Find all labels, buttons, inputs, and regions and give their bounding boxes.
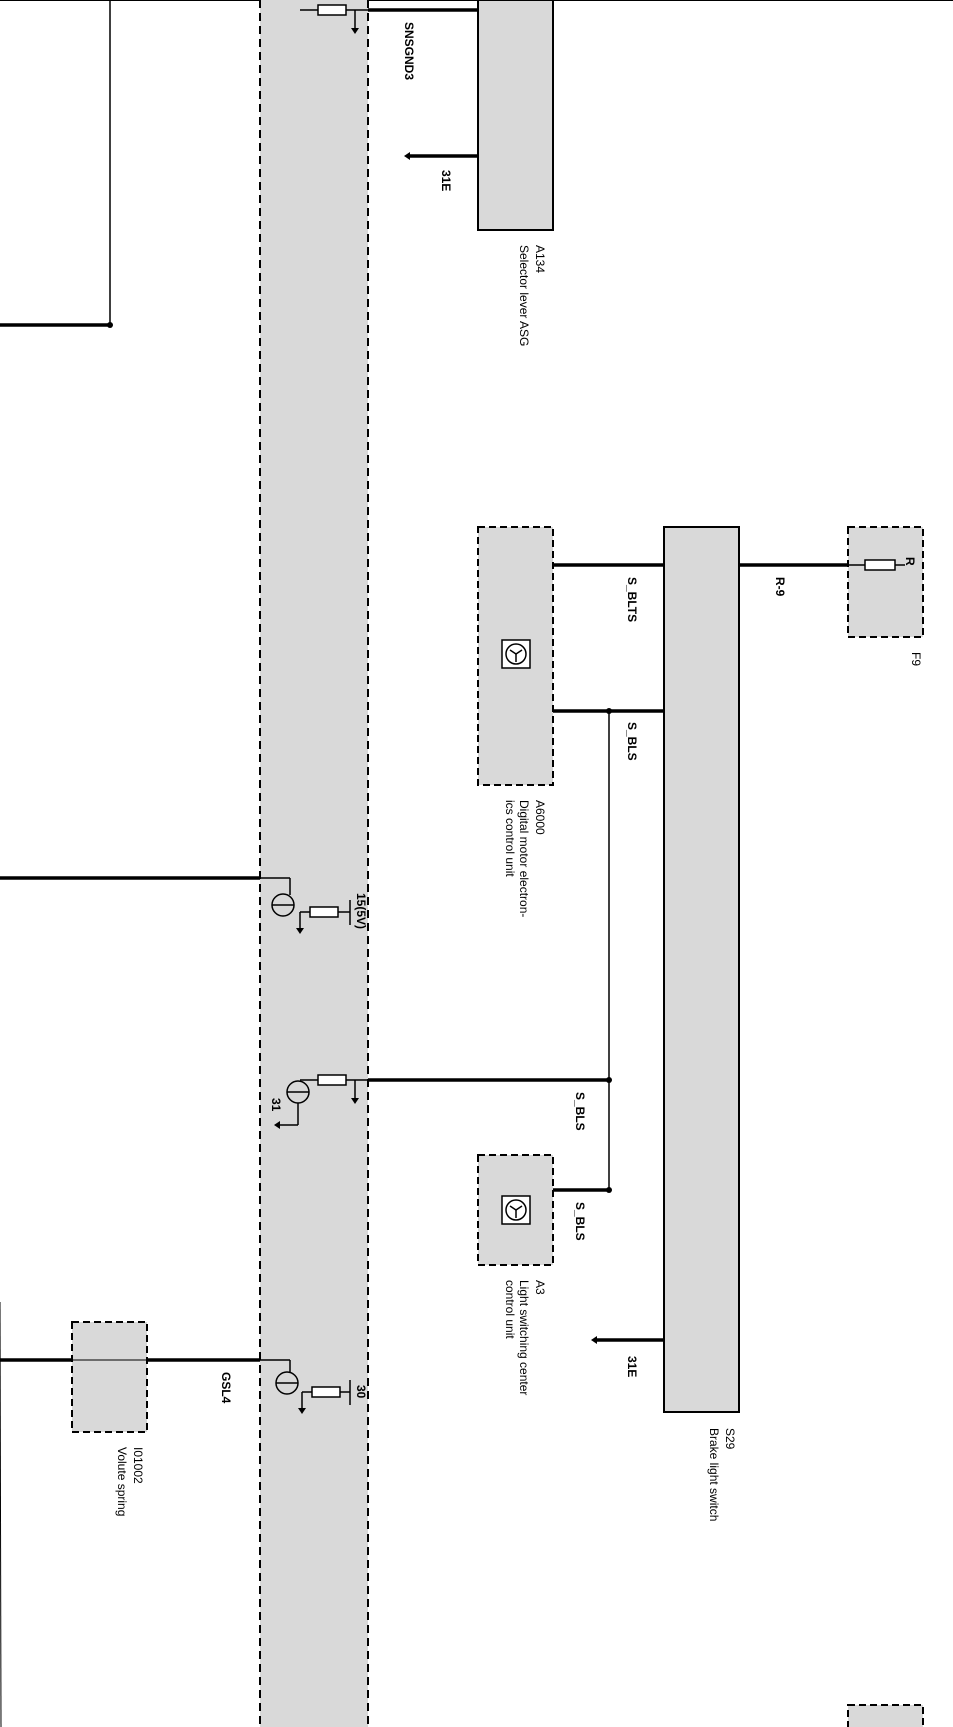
transistor-stage-31 bbox=[274, 1074, 368, 1129]
a134-ground-label: 31E bbox=[439, 170, 453, 191]
i01002-name: Volute spring bbox=[115, 1447, 129, 1516]
junction-left-upper bbox=[107, 322, 113, 328]
a6000-id: A6000 bbox=[533, 800, 547, 835]
s29-ground-label: 31E bbox=[625, 1356, 639, 1377]
ground-arrow-s29 bbox=[591, 1336, 597, 1344]
f9-id: F9 bbox=[909, 652, 923, 666]
a3-name-l2: control unit bbox=[503, 1280, 517, 1339]
a3-id: A3 bbox=[533, 1280, 547, 1295]
r9-label: R-9 bbox=[773, 577, 787, 597]
a3-name-l1: Light switching center bbox=[517, 1280, 531, 1395]
s-blts-label: S_BLTS bbox=[625, 577, 639, 622]
resistor-top bbox=[317, 4, 347, 16]
pin-30-label: 30 bbox=[354, 1385, 368, 1399]
i01002-id: I01002 bbox=[131, 1447, 145, 1484]
gsl4-label: GSL4 bbox=[219, 1372, 233, 1404]
s-bls-label-a3: S_BLS bbox=[573, 1202, 587, 1241]
s29-name: Brake light switch bbox=[707, 1428, 721, 1521]
fuse-symbol bbox=[864, 559, 896, 571]
s-bls-label-a6000: S_BLS bbox=[625, 722, 639, 761]
transistor-stage-15v bbox=[260, 877, 351, 934]
a134-box bbox=[477, 0, 554, 231]
ground-arrow-a134 bbox=[404, 152, 410, 160]
s29-box bbox=[663, 526, 740, 1413]
transistor-stage-30 bbox=[260, 1359, 351, 1414]
i01002-box bbox=[71, 1321, 148, 1433]
s29-id: S29 bbox=[723, 1428, 737, 1450]
a134-id: A134 bbox=[533, 245, 547, 273]
s-bls-label-module: S_BLS bbox=[573, 1092, 587, 1131]
left-wire-lower-stub bbox=[0, 1301, 2, 1727]
f9-pin-label: R bbox=[903, 557, 917, 566]
partial-component-box bbox=[847, 1704, 924, 1727]
a6000-name-l2: ics control unit bbox=[503, 800, 517, 877]
pin-31-label: 31 bbox=[269, 1098, 283, 1112]
a134-name: Selector lever ASG bbox=[517, 245, 531, 346]
snsgnd3-label: SNSGND3 bbox=[402, 22, 416, 80]
control-module-band bbox=[260, 0, 368, 1727]
f9-box bbox=[847, 526, 924, 638]
pin-15v-label: 15(5V) bbox=[354, 893, 368, 929]
a6000-name-l1: Digital motor electron- bbox=[517, 800, 531, 917]
